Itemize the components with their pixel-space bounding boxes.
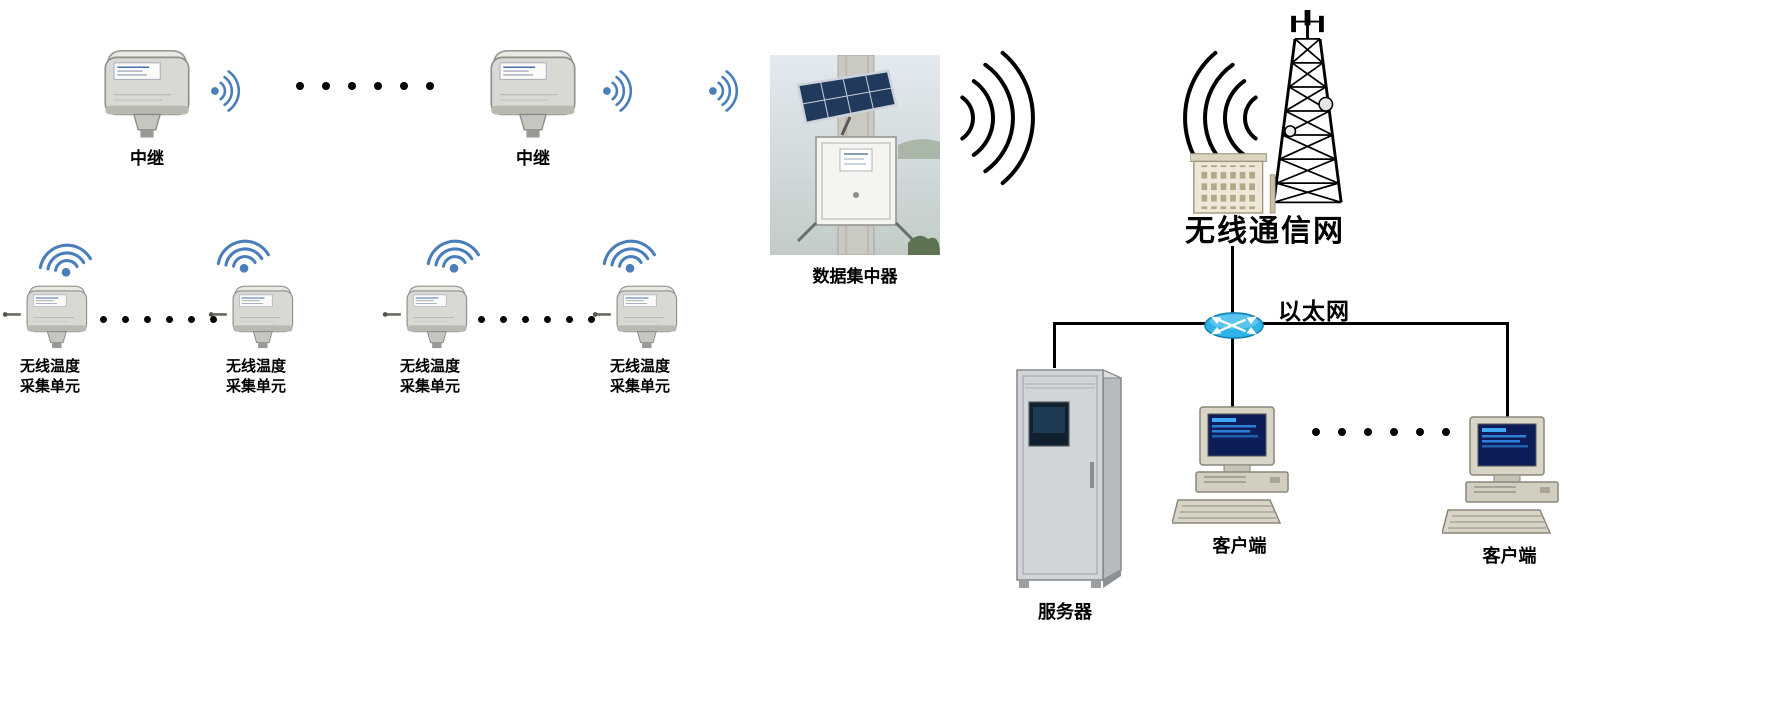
sensor-1-illustration bbox=[2, 280, 96, 352]
sensor-2-label: 无线温度 采集单元 bbox=[225, 357, 286, 395]
ellipsis-dots bbox=[1312, 428, 1468, 436]
radio-waves-right-icon bbox=[948, 48, 1068, 188]
client-2-illustration bbox=[1442, 415, 1577, 540]
ethernet-label: 以太网 bbox=[1278, 298, 1350, 325]
ellipsis-dots bbox=[478, 316, 595, 323]
data-concentrator-label: 数据集中器 bbox=[812, 267, 898, 287]
signal-waves-icon bbox=[208, 66, 248, 116]
server-cabinet-illustration bbox=[995, 362, 1135, 597]
building-illustration bbox=[1190, 146, 1276, 215]
client1-drop-line bbox=[1231, 336, 1234, 412]
repeater-1-illustration bbox=[92, 42, 202, 143]
ellipsis-dots bbox=[296, 82, 452, 90]
signal-waves-icon bbox=[706, 66, 746, 116]
wifi-icon bbox=[424, 218, 486, 276]
ethernet-bus-line bbox=[1053, 322, 1509, 325]
sensor-4-illustration bbox=[592, 280, 686, 352]
server-label: 服务器 bbox=[1038, 602, 1092, 623]
tower-drop-line bbox=[1231, 246, 1234, 318]
sensor-3-label: 无线温度 采集单元 bbox=[399, 357, 460, 395]
signal-waves-icon bbox=[600, 66, 640, 116]
client-1-label: 客户端 bbox=[1212, 536, 1267, 557]
wifi-icon bbox=[36, 222, 98, 280]
sensor-4-label: 无线温度 采集单元 bbox=[609, 357, 670, 395]
sensor-3-illustration bbox=[382, 280, 476, 352]
sensor-1-label: 无线温度 采集单元 bbox=[19, 357, 80, 395]
sensor-2-illustration bbox=[208, 280, 302, 352]
ellipsis-dots bbox=[100, 316, 217, 323]
repeater-2-illustration bbox=[478, 42, 588, 143]
ethernet-switch-icon bbox=[1203, 310, 1265, 341]
wifi-icon bbox=[214, 218, 276, 276]
server-drop-line bbox=[1053, 322, 1056, 368]
client2-drop-line bbox=[1506, 322, 1509, 422]
wireless-network-label: 无线通信网 bbox=[1185, 214, 1345, 249]
data-concentrator-photo bbox=[770, 55, 940, 255]
repeater-2-label: 中继 bbox=[516, 149, 550, 169]
repeater-1-label: 中继 bbox=[130, 149, 164, 169]
client-2-label: 客户端 bbox=[1482, 546, 1537, 567]
client-1-illustration bbox=[1172, 405, 1307, 530]
wifi-icon bbox=[600, 218, 662, 276]
